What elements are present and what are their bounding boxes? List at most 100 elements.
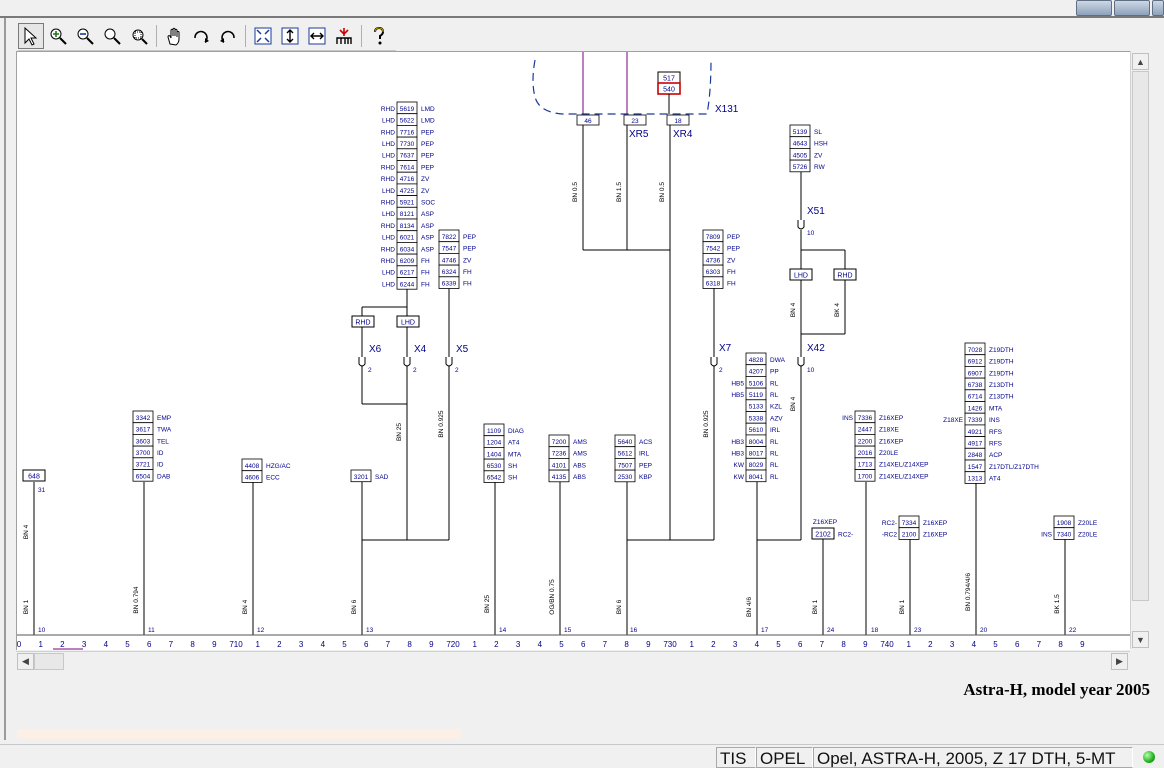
ruler-number: 9 bbox=[646, 640, 651, 649]
ruler-number: 8 bbox=[407, 640, 412, 649]
center-stack-suffix: PEP bbox=[421, 141, 434, 148]
fit-page-button[interactable] bbox=[250, 23, 276, 49]
print-tool-button[interactable] bbox=[1152, 0, 1164, 16]
ruler-number: 7 bbox=[386, 640, 391, 649]
select-tool-button[interactable] bbox=[18, 23, 44, 49]
zoom-window-icon bbox=[132, 29, 148, 45]
emp-stack-code: 3721 bbox=[136, 462, 151, 469]
z16-stack-code: 1713 bbox=[858, 462, 873, 469]
top-517-value: 517 bbox=[663, 76, 675, 83]
x51-switch-lhd-value: LHD bbox=[794, 273, 808, 280]
acs-stack-code: 5640 bbox=[618, 439, 633, 446]
acs-stack-code: 7507 bbox=[618, 462, 633, 469]
pep-stack-code: 4746 bbox=[442, 257, 457, 264]
hzg-stack-code: 4408 bbox=[245, 463, 260, 470]
connector-x51-label: X51 bbox=[807, 206, 825, 217]
diagram-caption: Astra-H, model year 2005 bbox=[963, 680, 1150, 699]
vertical-scrollbar[interactable]: ▲ ▼ bbox=[1130, 51, 1150, 649]
scroll-up-button[interactable]: ▲ bbox=[1132, 53, 1149, 70]
acs-stack-suffix: IRL bbox=[639, 451, 650, 458]
ruler-number: 8 bbox=[1058, 640, 1063, 649]
toolbar-separator bbox=[156, 25, 157, 47]
x7-stack-suffix: ZV bbox=[727, 257, 736, 264]
abs-stack-suffix: ABS bbox=[573, 462, 587, 469]
fit-width-button[interactable] bbox=[304, 23, 330, 49]
car-tool-button[interactable] bbox=[1076, 0, 1112, 16]
rotate-left-button[interactable] bbox=[215, 23, 241, 49]
horizontal-scrollbar[interactable]: ◀ ▶ bbox=[16, 651, 1130, 671]
center-stack-code: 6244 bbox=[400, 281, 415, 288]
help-button[interactable] bbox=[366, 23, 392, 49]
x7-stack-suffix: FH bbox=[727, 281, 736, 288]
center-stack-suffix: FH bbox=[421, 270, 430, 277]
pep-stack-suffix: ZV bbox=[463, 257, 472, 264]
vehicle-tool-button[interactable] bbox=[1114, 0, 1150, 16]
center-stack-suffix: LMD bbox=[421, 106, 435, 113]
acs-stack-suffix: ACS bbox=[639, 439, 653, 446]
center-stack-prefix: LHD bbox=[382, 141, 395, 148]
z16-stack-code: 1700 bbox=[858, 473, 873, 480]
horizontal-scroll-thumb[interactable] bbox=[34, 653, 64, 670]
x7-stack-suffix: PEP bbox=[727, 246, 740, 253]
z19-stack-suffix: Z17DTL/Z17DTH bbox=[989, 464, 1039, 471]
top-right-toolbar bbox=[1076, 0, 1164, 16]
scroll-left-button[interactable]: ◀ bbox=[17, 653, 34, 670]
rotate-left-icon bbox=[220, 30, 235, 43]
emp-stack-suffix: TEL bbox=[157, 438, 169, 445]
ground-number: 13 bbox=[366, 627, 374, 634]
center-stack-suffix: PEP bbox=[421, 129, 434, 136]
center-stack-prefix: LHD bbox=[382, 211, 395, 218]
z16-stack-cell bbox=[854, 469, 876, 482]
dwa-stack-code: 5133 bbox=[749, 404, 764, 411]
scroll-down-button[interactable]: ▼ bbox=[1132, 631, 1149, 648]
x51-stack-code: 5139 bbox=[793, 129, 808, 136]
z19-stack-suffix: Z13DTH bbox=[989, 382, 1014, 389]
connector-pin-icon bbox=[403, 357, 411, 367]
center-stack-suffix: PEP bbox=[421, 153, 434, 160]
top-pin-box bbox=[666, 114, 690, 126]
signal-tool-button[interactable] bbox=[331, 23, 357, 49]
switch-rhd-value: RHD bbox=[355, 320, 370, 327]
zoom-window-button[interactable] bbox=[126, 23, 152, 49]
zoom-out-button[interactable] bbox=[72, 23, 98, 49]
center-stack-suffix: ZV bbox=[421, 188, 430, 195]
dwa-stack-code: 5119 bbox=[749, 392, 763, 399]
x7-stack-suffix: PEP bbox=[727, 234, 740, 241]
acs-stack-suffix: KBP bbox=[639, 474, 652, 481]
scroll-right-button[interactable]: ▶ bbox=[1111, 653, 1128, 670]
abs-stack-suffix: ABS bbox=[573, 474, 587, 481]
vertical-scroll-thumb[interactable] bbox=[1132, 71, 1149, 601]
wire-label: BN 1 bbox=[812, 599, 819, 614]
abs-stack-code: 4135 bbox=[552, 474, 567, 481]
zoom-button[interactable] bbox=[99, 23, 125, 49]
top-pin-label: 18 bbox=[674, 118, 682, 125]
z19-stack-code: 6912 bbox=[968, 359, 983, 366]
switch-lhd-box bbox=[396, 315, 420, 328]
pan-button[interactable] bbox=[161, 23, 187, 49]
ruler-number: 3 bbox=[82, 640, 87, 649]
z20le-stack-code: 1908 bbox=[1057, 520, 1072, 527]
zoom-in-button[interactable] bbox=[45, 23, 71, 49]
ruler-number: 5 bbox=[342, 640, 347, 649]
rotate-right-button[interactable] bbox=[188, 23, 214, 49]
ruler-number: 4 bbox=[321, 640, 326, 649]
code-2102-tail: RC2- bbox=[838, 532, 853, 539]
z19-stack-suffix: Z13DTH bbox=[989, 394, 1014, 401]
dwa-stack-suffix: RL bbox=[770, 474, 779, 481]
ruler-number: 8 bbox=[841, 640, 846, 649]
ruler-number: 4 bbox=[104, 640, 109, 649]
connector-pin-icon bbox=[710, 357, 718, 367]
ruler-number: 7 bbox=[169, 640, 174, 649]
z16-stack-suffix: Z14XEL/Z14XEP bbox=[879, 473, 929, 480]
sad-stack-code: 3201 bbox=[354, 474, 369, 481]
fit-height-button[interactable] bbox=[277, 23, 303, 49]
dwa-stack-prefix: HB3 bbox=[731, 451, 744, 458]
dwa-stack-cell bbox=[745, 469, 767, 483]
toolbar-separator bbox=[361, 25, 362, 47]
z19-stack-suffix: RFS bbox=[989, 441, 1003, 448]
z19-stack-cell bbox=[964, 471, 986, 484]
connector-x42-label: X42 bbox=[807, 343, 825, 354]
ground-number: 16 bbox=[630, 627, 638, 634]
